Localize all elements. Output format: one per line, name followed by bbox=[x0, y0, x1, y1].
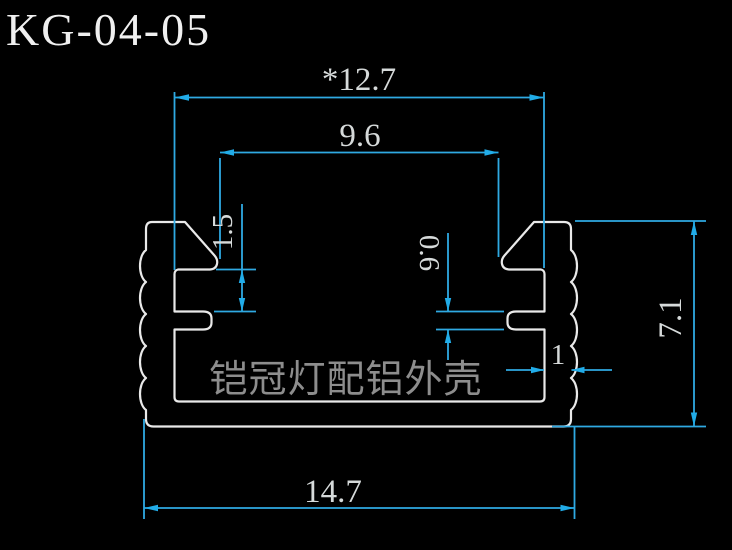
dimension-arrows bbox=[144, 94, 698, 512]
watermark-text: 铠冠灯配铝外壳 bbox=[209, 357, 482, 401]
arrow-71-top bbox=[690, 221, 698, 235]
dimension-lines bbox=[143, 92, 706, 519]
drawing-title: KG-04-05 bbox=[6, 4, 211, 55]
dim-label-hook-gap: 1.5 bbox=[207, 214, 239, 250]
arrow-96-right bbox=[484, 149, 499, 156]
arrow-06-lower bbox=[444, 329, 452, 343]
arrow-127-right bbox=[529, 94, 544, 101]
dim-label-rib-thickness: 0.6 bbox=[413, 235, 445, 271]
dim-label-overall-width: 14.7 bbox=[304, 474, 362, 510]
arrow-06-upper bbox=[444, 298, 452, 312]
dim-label-hook-span: 9.6 bbox=[339, 118, 380, 154]
arrow-96-left bbox=[220, 149, 234, 156]
profile-path bbox=[138, 220, 579, 428]
arrow-147-right bbox=[560, 504, 575, 512]
dimension-labels: *12.7 9.6 1.5 0.6 1 7.1 14.7 bbox=[207, 62, 689, 510]
arrow-1-left bbox=[531, 366, 545, 374]
arrow-71-bottom bbox=[690, 412, 698, 427]
dim-label-height: 7.1 bbox=[653, 297, 689, 338]
arrow-127-left bbox=[174, 94, 189, 101]
arrow-147-left bbox=[144, 504, 158, 512]
arrow-15-down bbox=[238, 298, 246, 312]
dim-extension-lines bbox=[143, 92, 706, 519]
arrow-15-up bbox=[238, 269, 246, 283]
arrow-1-right bbox=[571, 366, 585, 374]
profile-outline bbox=[138, 220, 579, 428]
dim-label-wall-thickness: 1 bbox=[551, 339, 566, 371]
dim-label-top-opening: *12.7 bbox=[322, 62, 396, 98]
